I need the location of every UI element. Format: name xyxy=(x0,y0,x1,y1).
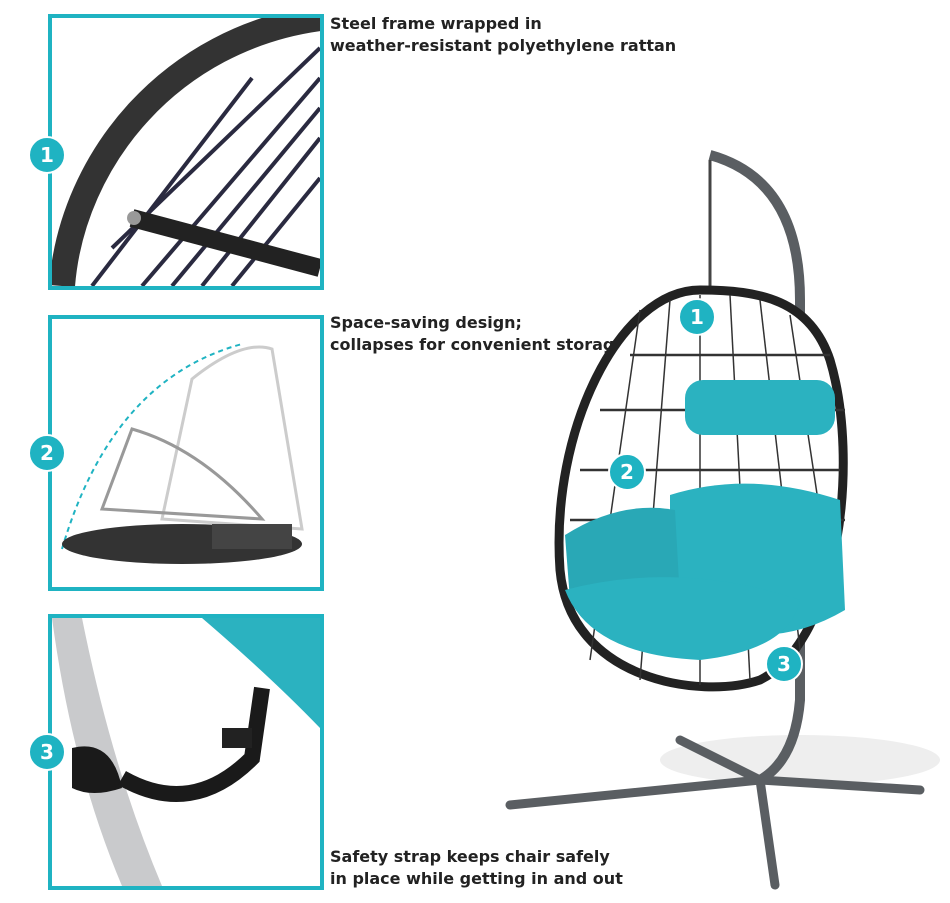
badge-2: 2 xyxy=(28,434,66,472)
caption-line: Steel frame wrapped in xyxy=(330,14,542,33)
feature-3-image xyxy=(48,614,324,890)
feature-2-caption: Space-saving design; collapses for conve… xyxy=(330,312,625,356)
feature-3-caption: Safety strap keeps chair safely in place… xyxy=(330,846,623,890)
caption-line: weather-resistant polyethylene rattan xyxy=(330,36,677,55)
badge-1: 1 xyxy=(28,136,66,174)
badge-3: 3 xyxy=(28,733,66,771)
caption-line: Safety strap keeps chair safely xyxy=(330,847,610,866)
hanging-egg-chair-image: 1 2 3 xyxy=(500,140,940,900)
chair-badge-2: 2 xyxy=(608,453,646,491)
chair-badge-1: 1 xyxy=(678,298,716,336)
chair-badge-3: 3 xyxy=(765,645,803,683)
caption-line: Space-saving design; xyxy=(330,313,522,332)
feature-1-caption: Steel frame wrapped in weather-resistant… xyxy=(330,13,676,57)
feature-2-image xyxy=(48,315,324,591)
feature-1-image xyxy=(48,14,324,290)
caption-line: collapses for convenient storage xyxy=(330,335,626,354)
caption-line: in place while getting in and out xyxy=(330,869,623,888)
